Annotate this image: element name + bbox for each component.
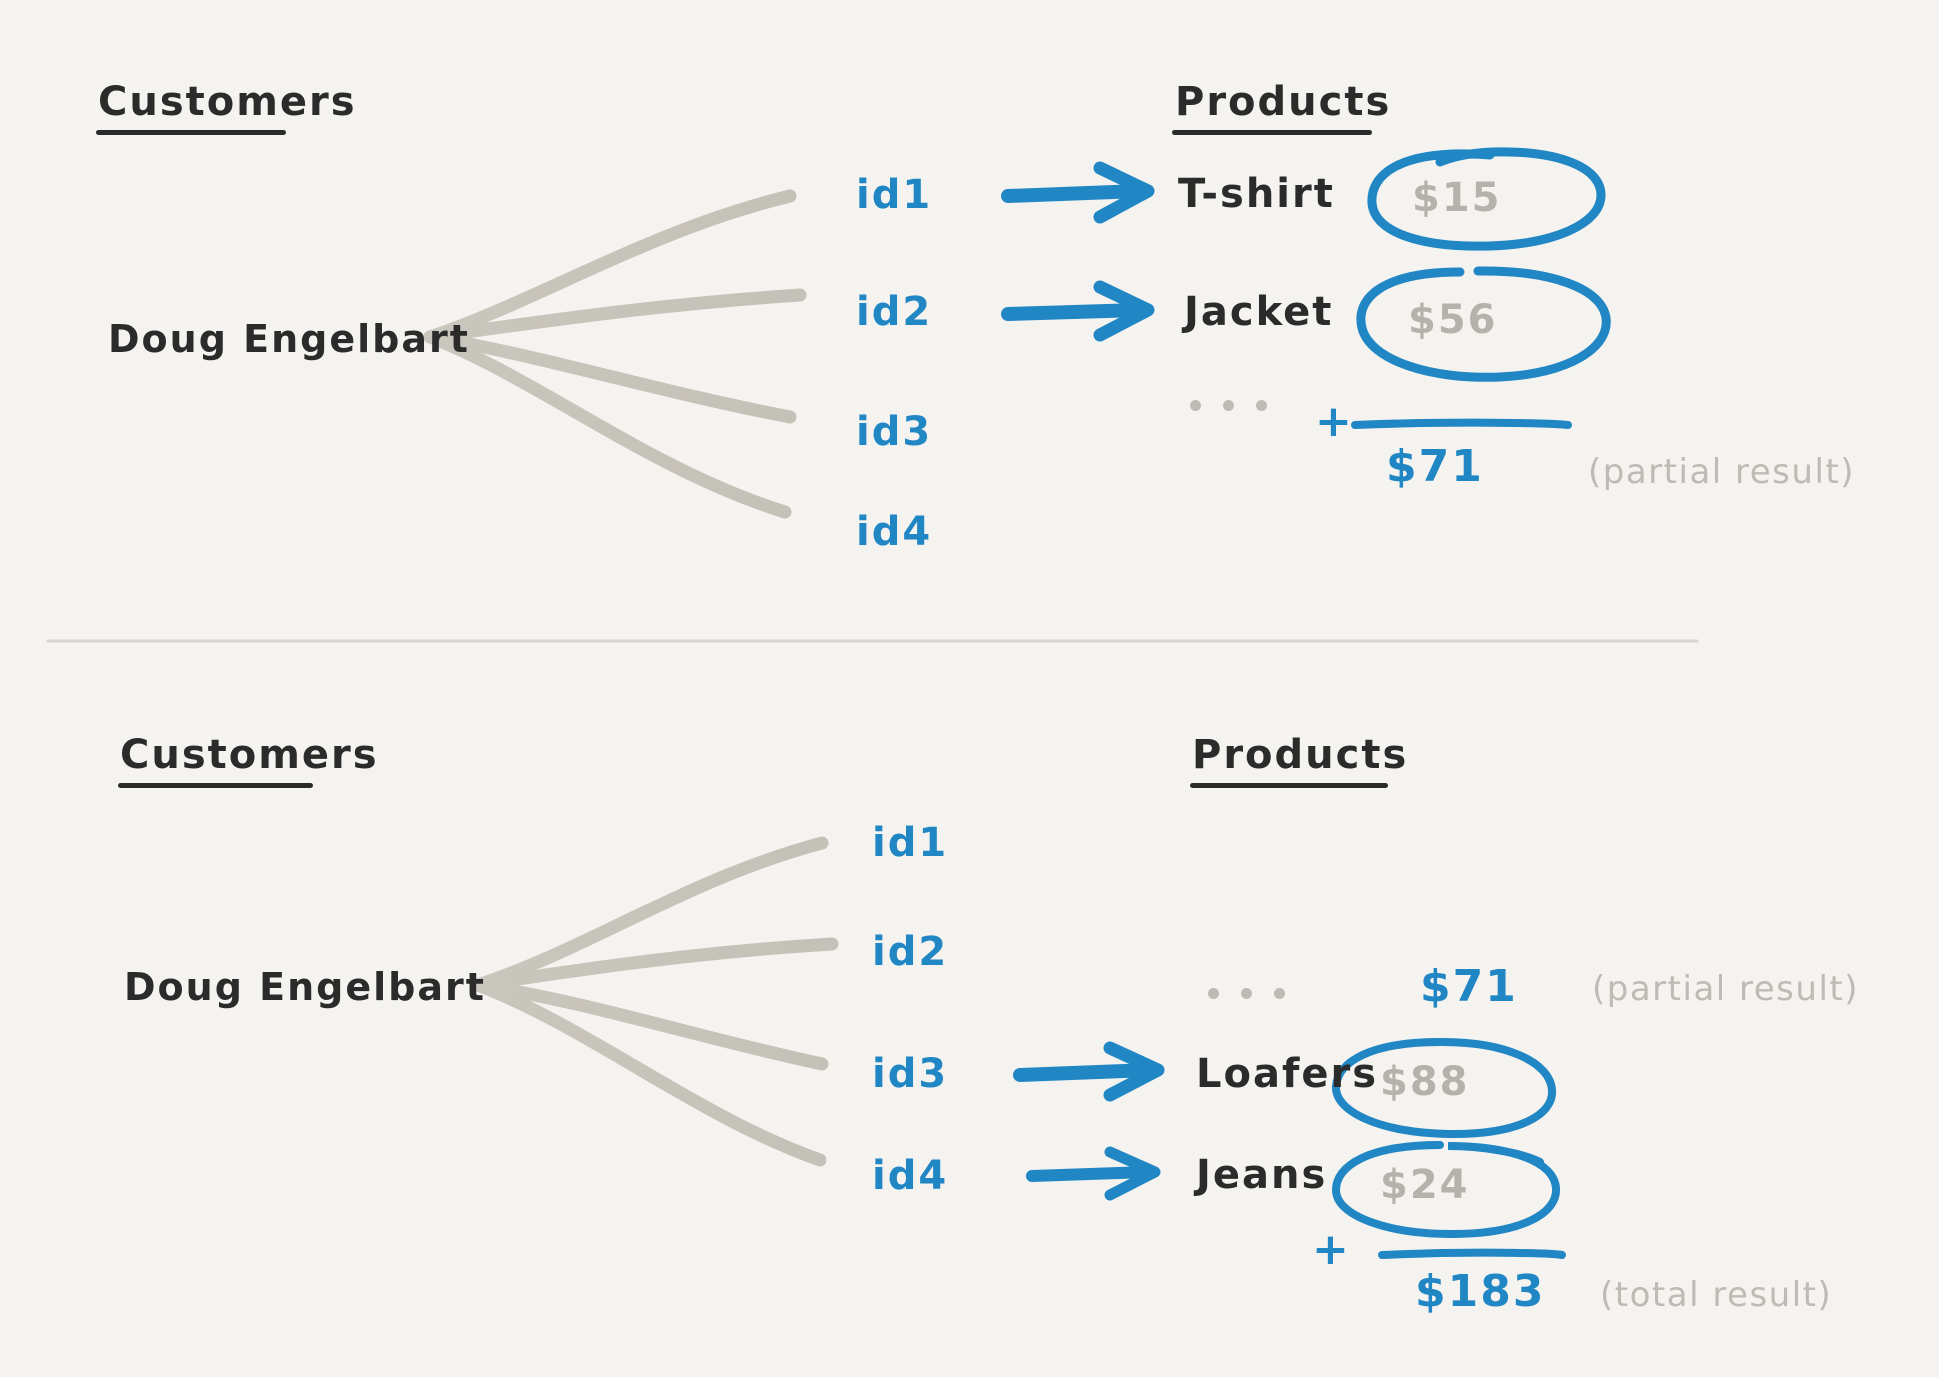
bottom-price-1: $88 <box>1380 1059 1470 1105</box>
top-id-2[interactable]: id2 <box>856 289 933 335</box>
ellipsis-dot <box>1190 400 1201 411</box>
top-id-4[interactable]: id4 <box>856 509 933 555</box>
top-customers-heading: Customers <box>98 79 357 125</box>
arrow-id1-tshirt <box>1001 161 1155 224</box>
top-id-1[interactable]: id1 <box>856 172 933 218</box>
top-products-heading: Products <box>1175 79 1392 125</box>
bottom-id-4[interactable]: id4 <box>872 1153 949 1199</box>
arrow-id2-jacket <box>1001 280 1155 342</box>
sum-rule-top <box>1351 418 1572 429</box>
top-ellipsis <box>1190 400 1267 411</box>
top-customer-name: Doug Engelbart <box>108 317 470 361</box>
top-plus-sign: + <box>1315 396 1352 447</box>
top-product-1: T-shirt <box>1178 171 1335 217</box>
top-price-2: $56 <box>1408 297 1498 343</box>
arrow-id4-jeans <box>1026 1146 1161 1201</box>
fan-lines-bottom <box>471 836 839 1167</box>
top-sum-value: $71 <box>1386 441 1484 492</box>
top-customers-underline <box>96 130 286 135</box>
bottom-id-1[interactable]: id1 <box>872 820 949 866</box>
bottom-id-3[interactable]: id3 <box>872 1051 949 1097</box>
bottom-products-heading: Products <box>1192 732 1409 778</box>
ellipsis-dot <box>1241 988 1252 999</box>
bottom-customers-heading: Customers <box>120 732 379 778</box>
top-product-2: Jacket <box>1184 289 1334 335</box>
bottom-product-1: Loafers <box>1196 1051 1379 1097</box>
top-price-1: $15 <box>1412 175 1502 221</box>
bottom-plus-sign: + <box>1312 1224 1349 1275</box>
top-id-3[interactable]: id3 <box>856 409 933 455</box>
ellipsis-dot <box>1256 400 1267 411</box>
top-sum-note: (partial result) <box>1588 452 1855 492</box>
ellipsis-dot <box>1208 988 1219 999</box>
sum-rule-bottom <box>1378 1248 1566 1259</box>
ellipsis-dot <box>1274 988 1285 999</box>
arrow-id3-loafers <box>1013 1041 1165 1102</box>
bottom-ellipsis <box>1208 988 1285 999</box>
top-products-underline <box>1172 130 1372 135</box>
bottom-customer-name: Doug Engelbart <box>124 965 486 1009</box>
bottom-customers-underline <box>118 783 313 788</box>
ellipsis-dot <box>1223 400 1234 411</box>
bottom-products-underline <box>1190 783 1388 788</box>
bottom-sum-note: (total result) <box>1600 1275 1833 1315</box>
bottom-product-2: Jeans <box>1196 1152 1328 1198</box>
bottom-price-2: $24 <box>1380 1162 1470 1208</box>
bottom-sum-value: $183 <box>1415 1266 1546 1317</box>
bottom-carried-note: (partial result) <box>1592 969 1859 1009</box>
fan-lines-top <box>423 189 807 519</box>
bottom-carried-value: $71 <box>1420 961 1518 1012</box>
bottom-id-2[interactable]: id2 <box>872 929 949 975</box>
